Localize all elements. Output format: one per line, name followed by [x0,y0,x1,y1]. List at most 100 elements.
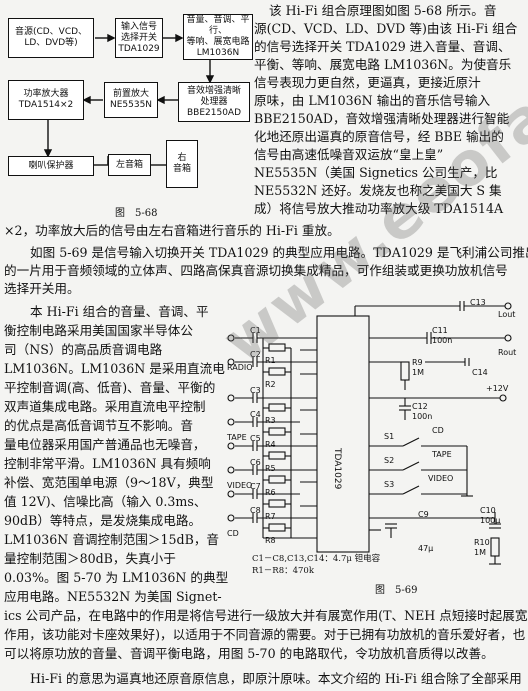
text-line: 成）将信号放大推动功率放大级 TDA1514A [254,201,504,216]
schematic-note-resistors: R1－R8：470k [252,566,314,576]
label-c8: C8 [250,506,261,515]
block-bbe-line1: 音效增强清晰 [186,85,241,96]
label-c1: C1 [250,326,261,335]
input-capacitors [235,333,300,523]
block-left-speaker-label: 左音箱 [115,159,143,170]
label-c5: C5 [250,434,261,443]
block-bbe-line3: BBE2150AD [186,107,242,118]
block-right-speaker: 右 音箱 [166,140,198,188]
label-cd-input: CD [227,529,239,538]
block-right-speaker-line1: 右 [177,153,187,163]
text-line: 该 Hi-Fi 组合原理图如图 5-68 所示。音 [269,3,497,18]
label-c6: C6 [250,458,261,467]
text-line: 源(CD、VCD、LD、DVD 等)由该 Hi-Fi 组合 [254,21,518,36]
block-selector: 输入信号 选择开关 TDA1029 [115,18,163,58]
label-r6: R6 [265,488,276,497]
block-power-line1: 功率放大器 [23,89,69,99]
block-tone-line2: 等响、展宽电路 [186,37,250,47]
text-line: LM1036N 音调控制范围＞15dB，音 [4,532,220,547]
block-selector-line3: TDA1029 [118,43,160,54]
text-line: 控制非常平滑。LM1036N 具有频响 [4,456,211,471]
figure-5-68-caption: 图 5-68 [115,208,158,219]
text-line: 的优点是高低音调节互不影响。音 [4,418,193,433]
block-selector-line2: 选择开关 [120,32,157,43]
block-bbe-processor: 音效增强清晰 处理器 BBE2150AD [178,82,250,122]
text-line: 化地还原出逼真的原音信号，经 BBE 输出的 [254,129,504,144]
label-switch-video: VIDEO [428,474,454,483]
label-c12: C12 [412,402,428,411]
label-s1: S1 [384,432,395,441]
block-power-line2: TDA1514×2 [18,100,74,110]
text-line: 补偿、宽范围单电源（9～18V，典型 [4,475,214,490]
label-vplus: +12V [486,384,509,393]
label-switch-tape: TAPE [432,450,452,459]
text-line: LM1036N。LM1036N 是采用直流电 [4,361,225,376]
text-line: 司（NS）的高品质音调电路 [4,342,163,357]
text-line: 双声道集成电路。采用直流电平控制 [4,399,206,414]
label-c4: C4 [250,410,261,419]
figure-5-69-caption: 图 5-69 [375,585,418,596]
text-line: 量控制范围＞80dB，失真小于 [4,551,176,566]
block-power-amp: 功率放大器 TDA1514×2 [8,80,84,120]
text-line: 90dB）等特点，是发烧集成电路。 [4,513,202,528]
text-line: ics 公司产品，在电路中的作用是将信号进行一级放大并有展宽作用(T、NEH 点… [4,608,528,623]
text-line: 信号表现力更自然，更逼真，更接近原汁 [254,75,481,90]
text-line: 量电位器采用国产普通品也无噪音， [4,437,206,452]
text-line: 如图 5-69 是信号输入切换开关 TDA1029 的典型应用电路。TDA102… [30,245,528,260]
text-line: 衡控制电路采用美国国家半导体公 [4,323,193,338]
label-c10: C10 [480,506,496,515]
block-selector-line1: 输入信号 [120,21,157,32]
label-c13: C13 [470,298,486,307]
label-r2: R2 [265,380,276,389]
label-c11: C11 [432,326,448,335]
label-c10-value: 100μ [480,516,501,525]
text-line: 选择开关用。 [4,281,80,296]
text-line: 的信号选择开关 TDA1029 进入音量、音调、 [254,39,511,54]
label-c12-value: 100n [412,412,433,421]
label-c7: C7 [250,482,261,491]
label-s3: S3 [384,480,395,489]
label-tape-input: TAPE [227,433,247,442]
label-c11-value: 100n [432,336,453,345]
text-line: 应用电路。NE5532N 为美国 Signet- [4,589,222,604]
chip-label-tda1029: TDA1029 [332,447,342,490]
label-switch-cd: CD [432,426,444,435]
label-r8: R8 [265,536,276,545]
block-left-speaker: 左音箱 [108,154,151,176]
text-line: 原味，由 LM1036N 输出的音乐信号输入 [254,93,491,108]
block-preamp-line1: 前置放大 [112,89,149,99]
block-bbe-line2: 处理器 [200,96,228,107]
label-r9-value: 1M [412,368,424,377]
label-rout: Rout [498,348,517,357]
label-lout: Lout [498,310,516,319]
text-line: Hi-Fi 的意思为逼真地还原音原信息，即原汁原味。本文介绍的 Hi-Fi 组合… [30,671,522,686]
block-sources: 音源(CD、VCD、LD、DVD等) [8,18,94,58]
bias-resistors [262,338,317,539]
chip-tda1029-body [316,315,370,553]
label-r9: R9 [412,358,423,367]
text-line: 0.03%。图 5-70 为 LM1036N 的典型 [4,570,229,585]
label-r3: R3 [265,416,276,425]
label-s2: S2 [384,456,395,465]
block-speaker-protector: 喇叭保护器 [8,156,94,176]
text-line: BBE2150AD，音效增强清晰处理器进行智能 [254,111,510,126]
chip-pins-left [300,337,317,519]
label-r5: R5 [265,464,276,473]
label-c9: C9 [418,510,429,519]
text-line: NE5532N 还好。发烧友也称之美国大 S 集 [254,183,502,198]
label-c14: C14 [472,368,488,377]
text-line: 平衡、等响、展宽电路 LM1036N。为使音乐 [254,57,512,72]
text-line: 作用，该功能对卡座效果好)，以适用于不同音源的需要。对于已拥有功放机的音乐爱好者… [4,627,526,642]
block-right-speaker-line2: 音箱 [172,164,191,174]
block-protector-label: 喇叭保护器 [28,160,74,171]
label-video-input: VIDEO [227,481,253,490]
label-r7: R7 [265,512,276,521]
label-c3: C3 [250,386,261,395]
text-line: 可以将原功放的音量、音调平衡电路，用图 5-70 的电路取代，令功放机音质得以改… [4,646,494,661]
label-r10: R10 [474,538,490,547]
text-line: 平控制音调(高、低音)、音量、平衡的 [4,380,216,395]
label-c9-value: 47μ [418,544,434,553]
text-line: 的一片用于音频领域的立体声、四路高保真音源切换集成精品，可作组装或更换功放机信号 [4,263,508,278]
label-r1: R1 [265,356,276,365]
schematic-note-capacitors: C1－C8,C13,C14：4.7μ 钽电容 [252,554,381,564]
